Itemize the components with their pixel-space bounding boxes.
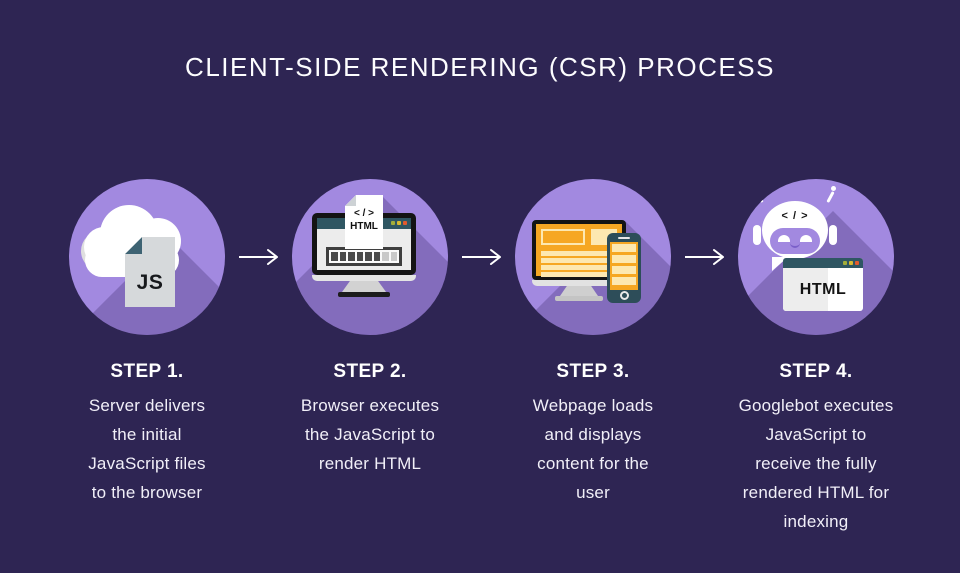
content-row bbox=[612, 277, 636, 285]
load-cell bbox=[382, 252, 389, 261]
arrow-right-icon bbox=[462, 249, 501, 265]
html-file-icon: < / > HTML bbox=[345, 195, 383, 249]
step4-title: STEP 4. bbox=[779, 361, 853, 382]
step3-description: Webpage loads and displays content for t… bbox=[532, 396, 654, 502]
load-cell bbox=[348, 252, 355, 261]
content-row bbox=[612, 266, 636, 274]
step4-description: Googlebot executes JavaScript to receive… bbox=[738, 396, 894, 531]
robot-eye bbox=[800, 235, 812, 242]
step4-circle: < / > HTML bbox=[738, 179, 894, 335]
robot-smile bbox=[790, 242, 800, 248]
loading-bar-icon bbox=[326, 247, 402, 266]
step4-caption: STEP 4. Googlebot executes JavaScript to… bbox=[701, 360, 931, 536]
robot-ear bbox=[829, 225, 837, 245]
js-file-icon: JS bbox=[125, 237, 175, 307]
load-cell bbox=[339, 252, 346, 261]
robot-ear bbox=[753, 225, 761, 245]
content-row bbox=[612, 244, 636, 252]
monitor-stand bbox=[342, 281, 386, 292]
step2-description: Browser executes the JavaScript to rende… bbox=[300, 396, 440, 473]
html-label: HTML bbox=[350, 221, 378, 232]
browser-titlebar bbox=[783, 258, 863, 268]
monitor-chin bbox=[312, 275, 416, 281]
step1-title: STEP 1. bbox=[110, 361, 184, 382]
monitor-chin bbox=[532, 280, 626, 286]
smartphone-icon bbox=[607, 233, 641, 303]
content-row bbox=[541, 258, 617, 263]
robot-antenna-tip bbox=[754, 186, 759, 191]
window-buttons-icon bbox=[843, 261, 859, 265]
robot-antenna bbox=[755, 190, 764, 204]
robot-antenna-tip bbox=[831, 186, 836, 191]
window-buttons-icon bbox=[391, 221, 407, 225]
code-tag-label: < / > bbox=[353, 208, 374, 219]
content-block bbox=[541, 229, 585, 245]
step2-title: STEP 2. bbox=[333, 361, 407, 382]
load-cell bbox=[365, 252, 372, 261]
html-window-icon: HTML bbox=[783, 258, 863, 311]
monitor-base bbox=[555, 296, 603, 301]
content-row bbox=[612, 255, 636, 263]
phone-speaker bbox=[618, 237, 630, 239]
step3-title: STEP 3. bbox=[556, 361, 630, 382]
step2-circle: < / > HTML bbox=[292, 179, 448, 335]
page-title: CLIENT-SIDE RENDERING (CSR) PROCESS bbox=[185, 52, 775, 82]
html-label: HTML bbox=[799, 280, 847, 298]
content-row bbox=[541, 251, 617, 256]
load-cell bbox=[356, 252, 363, 261]
step2-caption: STEP 2. Browser executes the JavaScript … bbox=[255, 360, 485, 478]
load-cell bbox=[373, 252, 380, 261]
js-file-label: JS bbox=[136, 271, 164, 294]
window-panel bbox=[783, 268, 828, 311]
step3-circle bbox=[515, 179, 671, 335]
content-row bbox=[541, 265, 617, 270]
robot-eye bbox=[778, 235, 790, 242]
monitor-base bbox=[338, 292, 390, 297]
load-cell bbox=[331, 252, 338, 261]
arrow-right-icon bbox=[685, 249, 724, 265]
page-fold bbox=[345, 195, 356, 206]
step1-caption: STEP 1. Server delivers the initial Java… bbox=[32, 360, 262, 507]
robot-code-label: < / > bbox=[781, 210, 809, 222]
phone-screen bbox=[610, 242, 638, 290]
monitor-stand bbox=[560, 286, 598, 296]
load-cell bbox=[390, 252, 397, 261]
content-row bbox=[541, 272, 617, 277]
robot-antenna bbox=[826, 190, 835, 204]
phone-home-button bbox=[620, 291, 629, 300]
step1-description: Server delivers the initial JavaScript f… bbox=[88, 396, 206, 502]
arrow-right-icon bbox=[239, 249, 278, 265]
step3-caption: STEP 3. Webpage loads and displays conte… bbox=[478, 360, 708, 507]
step1-circle: JS bbox=[69, 179, 225, 335]
